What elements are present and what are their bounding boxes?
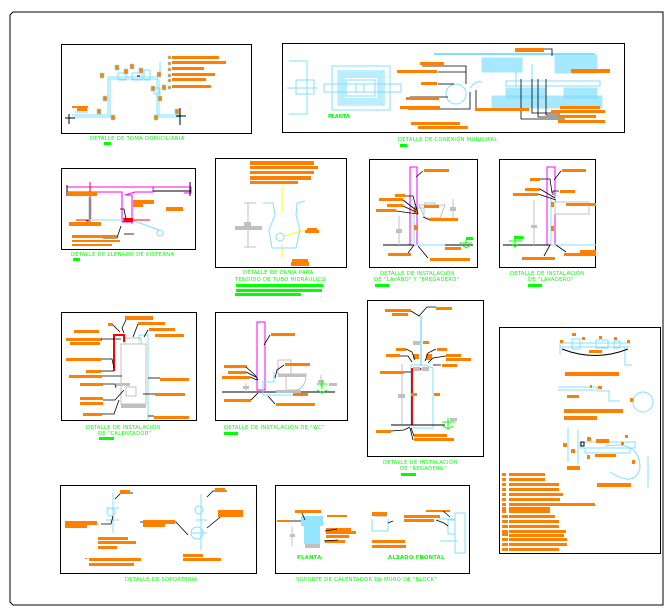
support-detail-1 bbox=[106, 493, 119, 533]
fitting-detail-2 bbox=[558, 386, 654, 413]
level-symbol bbox=[459, 240, 472, 249]
panel-soporteria bbox=[60, 485, 257, 574]
annotation-labels bbox=[513, 169, 596, 260]
annotation-labels bbox=[397, 48, 610, 129]
sheet-border bbox=[9, 11, 664, 606]
fitting-detail-3 bbox=[567, 428, 649, 488]
sublabel-planta: PLANTA bbox=[328, 114, 350, 120]
scale-bar bbox=[401, 473, 416, 476]
caption-lavadero-line1: DETALLE DE INSTALACIÓN bbox=[510, 271, 585, 277]
scale-bar bbox=[104, 142, 111, 145]
trench-outline bbox=[263, 200, 306, 249]
panel-soporte-calentador bbox=[275, 485, 470, 574]
scale-bar bbox=[224, 432, 238, 435]
fitting-detail-1 bbox=[559, 338, 632, 366]
panel-lavabo-fregadero bbox=[369, 159, 478, 268]
scale-bar bbox=[528, 284, 542, 287]
leader-lines bbox=[85, 193, 134, 239]
annotation-labels bbox=[66, 316, 189, 419]
annotation-labels bbox=[376, 169, 470, 261]
scale-bar bbox=[73, 258, 80, 261]
annotation-labels bbox=[376, 307, 471, 441]
leader-lines bbox=[390, 306, 447, 441]
panel-wc bbox=[215, 312, 348, 421]
block-wall bbox=[438, 512, 466, 554]
panel-detalles-generales bbox=[499, 327, 661, 554]
caption-conexion-municipal: DETALLE DE CONEXIÓN MUNICIPAL bbox=[398, 137, 498, 143]
scale-bar bbox=[99, 437, 114, 440]
caption-lavadero-line2: DE "LAVADERO" bbox=[528, 277, 574, 283]
scale-bar bbox=[375, 284, 389, 287]
caption-soporte-calentador: SOPORTE DE CALENTADOR EN MURO DE "BLOCK" bbox=[296, 577, 438, 583]
annotation-labels bbox=[65, 488, 243, 566]
notes-list bbox=[502, 473, 595, 551]
caption-zanja-line2: TENDIDO DE TUBO HIDRÁULICO bbox=[235, 277, 326, 283]
panel-toma-domiciliaria bbox=[61, 44, 252, 134]
plan-view bbox=[287, 60, 402, 115]
caption-calentador-line1: DETALLE DE INSTALACIÓN bbox=[86, 425, 161, 431]
annotation-labels bbox=[72, 56, 226, 111]
annotation-labels bbox=[222, 333, 315, 406]
caption-zanja-line1: DETALLE DE ZANJA PARA bbox=[243, 270, 314, 276]
caption-lavabo-line1: DETALLE DE INSTALACIÓN bbox=[380, 271, 455, 277]
caption-lavabo-line2: DE "LAVABO" Y "FREGADERO" bbox=[374, 277, 460, 283]
fitting-markers bbox=[96, 55, 180, 121]
leader-lines bbox=[289, 510, 451, 542]
caption-regadera-line2: DE "REGADERA" bbox=[400, 466, 447, 472]
caption-calentador-line2: DE "CALENTADOR" bbox=[98, 431, 152, 437]
scale-bar bbox=[235, 293, 301, 296]
scale-bar bbox=[400, 144, 407, 147]
panel-llenado-cisterna bbox=[61, 168, 196, 250]
section-view bbox=[434, 53, 603, 109]
caption-regadera-line1: DETALLE DE INSTALACIÓN bbox=[383, 460, 458, 466]
pipe-route bbox=[88, 197, 164, 237]
leader-lines bbox=[101, 319, 160, 417]
caption-wc: DETALLE DE INSTALACIÓN DE "WC" bbox=[224, 425, 325, 431]
panel-regadera bbox=[367, 300, 484, 457]
annotation-labels bbox=[67, 192, 183, 246]
panel-lavadero bbox=[499, 159, 596, 268]
level-symbol bbox=[442, 418, 455, 430]
annotation-labels bbox=[560, 333, 635, 487]
scale-bar bbox=[236, 284, 323, 287]
leader-lines bbox=[245, 334, 285, 405]
panel-zanja bbox=[215, 158, 347, 268]
leader-lines bbox=[537, 170, 567, 257]
caption-llenado-cisterna: DETALLE DE LLENADO DE CISTERNA bbox=[71, 252, 175, 258]
sublabel-planta-soporte: PLANTA bbox=[297, 555, 322, 561]
annotation-labels bbox=[277, 510, 450, 548]
caption-toma-domiciliaria: DETALLE DE TOMA DOMICILIARIA bbox=[90, 136, 185, 142]
caption-soporteria: DETALLE DE SOPORTERIA bbox=[125, 577, 198, 583]
panel-calentador bbox=[61, 312, 197, 421]
panel-conexion-municipal: PLANTA bbox=[282, 43, 625, 133]
sublabel-alzado-frontal: ALZADO FRONTAL bbox=[388, 555, 445, 561]
meter-box-hatch bbox=[339, 72, 383, 104]
level-symbol bbox=[316, 380, 328, 394]
scale-bar bbox=[236, 289, 322, 292]
annotation-labels bbox=[250, 161, 319, 266]
leader-lines bbox=[395, 170, 431, 259]
support-detail-2 bbox=[190, 494, 207, 550]
